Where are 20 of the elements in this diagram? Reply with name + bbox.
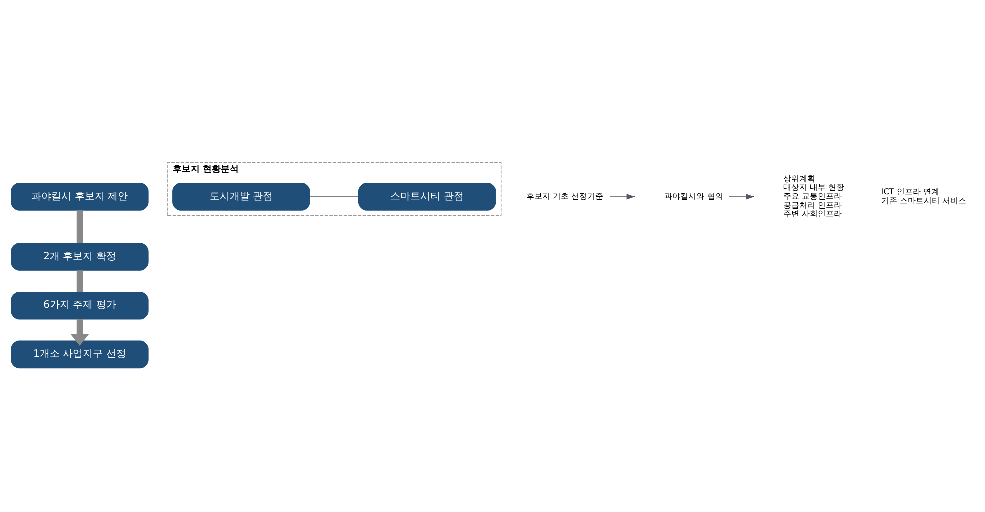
arrow xyxy=(70,320,90,346)
node-label: 주요 교통인프라 xyxy=(784,191,842,202)
node-box: 6가지 주제 평가 xyxy=(11,292,149,320)
connector xyxy=(76,270,83,292)
node-text: 후보지 기초 선정기준 xyxy=(526,191,604,202)
node-label: 공급처리 인프라 xyxy=(784,200,842,210)
node-box: 스마트시티 관점 xyxy=(358,183,496,211)
node-label: 상위계획 xyxy=(784,173,816,184)
node-text: 과야킬시와 협의 xyxy=(664,191,724,202)
node-label: 기존 스마트시티 서비스 xyxy=(881,195,966,206)
node-label: 대상지 내부 현황 xyxy=(784,182,845,192)
node-box: 1개소 사업지구 선정 xyxy=(11,340,149,369)
node-box: 과야킬시 후보지 제안 xyxy=(11,183,149,211)
connector xyxy=(76,210,83,244)
connector xyxy=(310,196,359,198)
node-box: 도시개발 관점 xyxy=(172,183,310,211)
node-label: 주변 사회인프라 xyxy=(784,208,842,219)
node-box: 2개 후보지 확정 xyxy=(11,243,149,271)
node-label: ICT 인프라 연계 xyxy=(881,186,940,197)
arrow xyxy=(610,194,635,200)
